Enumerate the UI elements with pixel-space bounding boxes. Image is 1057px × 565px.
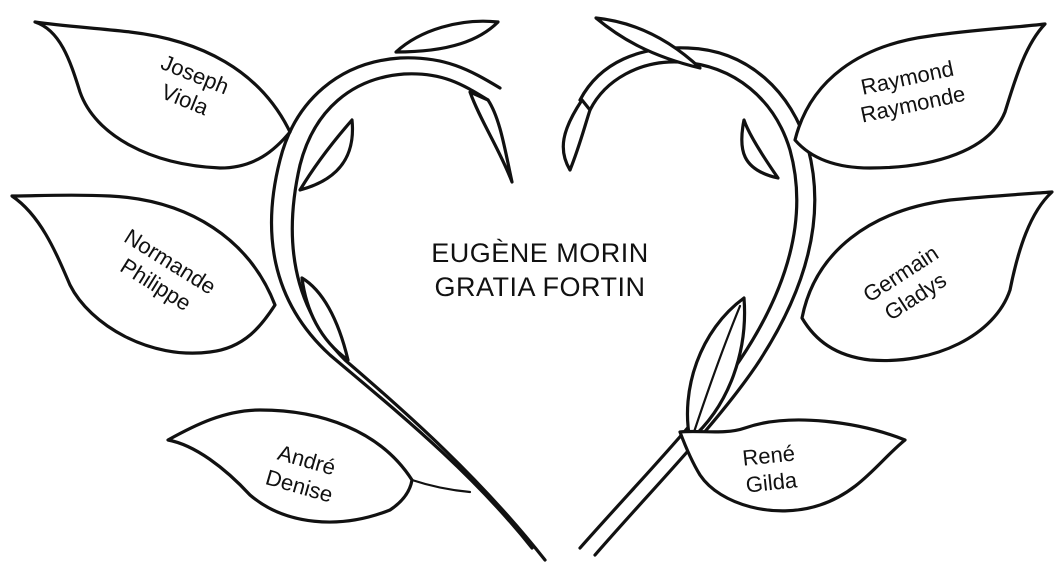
left-top-small-leaf: [396, 21, 498, 52]
couple-line-2: GRATIA FORTIN: [360, 270, 720, 304]
leaf-andre-denise-stem: [412, 480, 470, 492]
right-top-curl-leaf: [563, 100, 590, 170]
label-rene-gilda: René Gilda: [717, 437, 822, 501]
left-top-curl-leaf: [470, 92, 512, 182]
couple-line-1: EUGÈNE MORIN: [360, 236, 720, 270]
couple-title: EUGÈNE MORIN GRATIA FORTIN: [360, 236, 720, 304]
left-inner-leaf-1: [300, 120, 352, 190]
right-inner-leaf-1: [742, 120, 778, 178]
left-inner-leaf-2: [302, 278, 348, 360]
right-top-small-leaf: [596, 18, 700, 68]
